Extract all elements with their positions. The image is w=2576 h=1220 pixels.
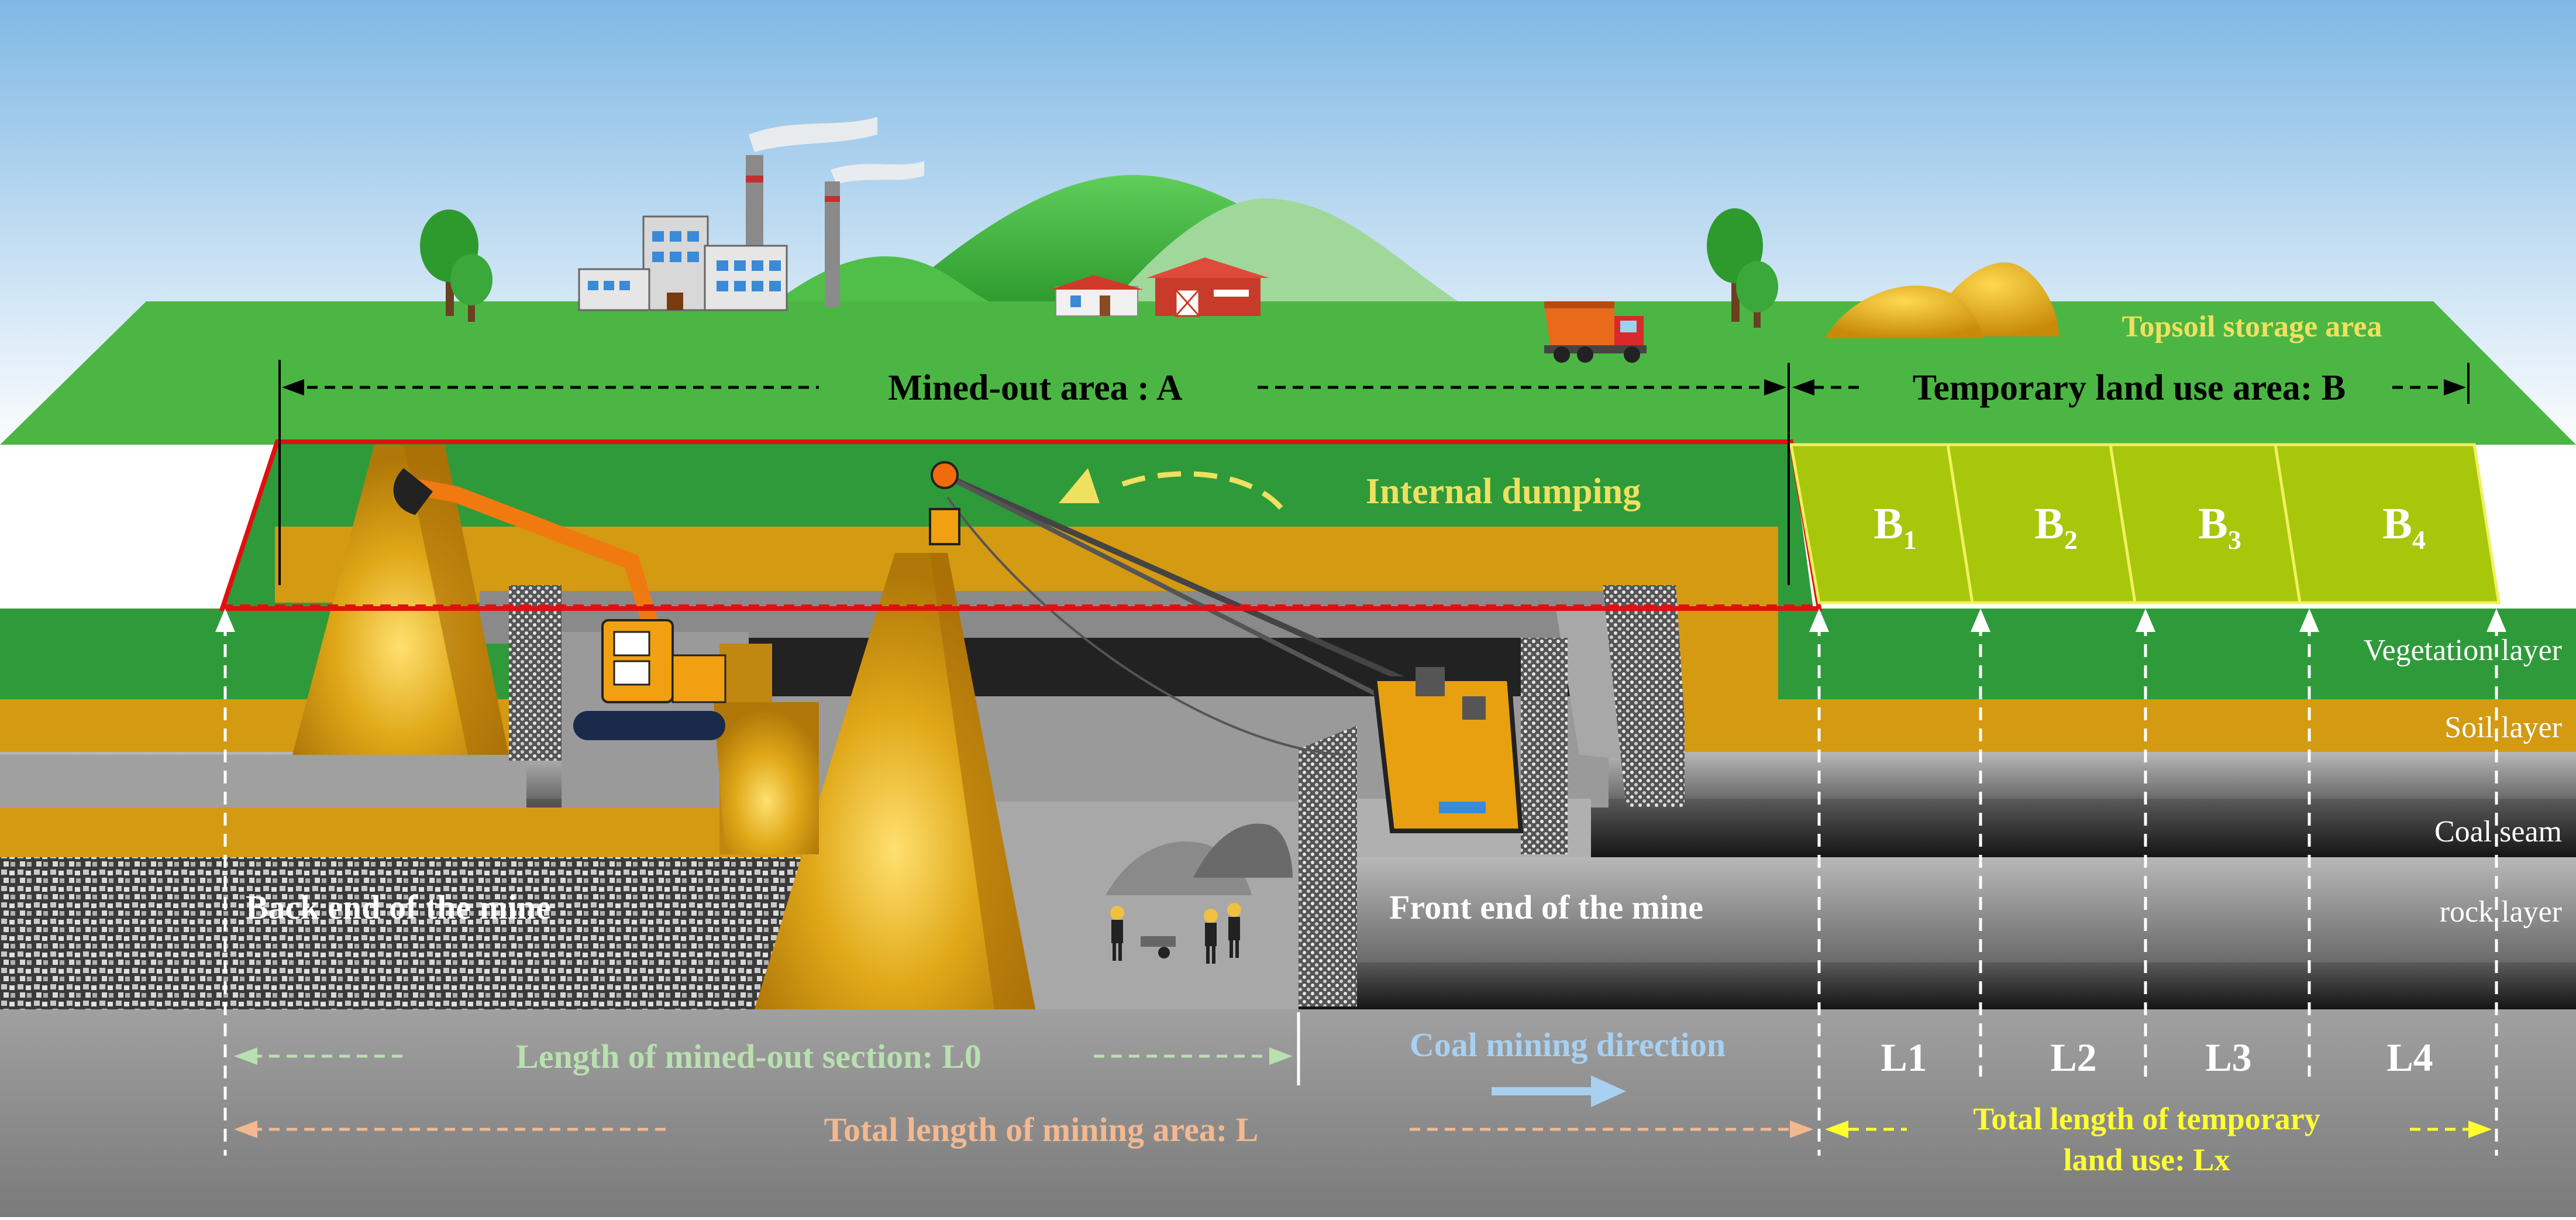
factory-icon	[578, 117, 924, 311]
reference-lines	[223, 623, 2498, 1156]
l1-label: L1	[1881, 1035, 1927, 1080]
rock-layer-label: rock layer	[2440, 895, 2562, 929]
lower-coal-stripe	[1299, 963, 2576, 1009]
temporary-land-plots	[1789, 443, 2501, 604]
internal-dumping-arrow	[1059, 468, 1283, 510]
mined-out-area-label: Mined-out area : A	[888, 368, 1183, 408]
front-end-label: Front end of the mine	[1389, 888, 1703, 926]
topsoil-storage-label: Topsoil storage area	[2122, 310, 2382, 343]
internal-dumping-label: Internal dumping	[1366, 472, 1641, 511]
plot-b4-label: B4	[2382, 499, 2426, 555]
coal-heap-icon	[1106, 823, 1293, 895]
plot-b1-label: B1	[1874, 499, 1917, 555]
tree-icon	[1707, 208, 1778, 328]
temporary-land-dimension	[1792, 363, 2470, 404]
soil-layer-label: Soil layer	[2444, 711, 2562, 744]
back-end-label: Back end of the mine	[246, 888, 551, 926]
total-length-mining-label: Total length of mining area: L	[824, 1111, 1259, 1149]
spoil-pile	[292, 445, 509, 755]
dragline-icon	[929, 461, 1524, 833]
mined-out-dimension	[278, 360, 1790, 585]
dump-truck-icon	[1544, 301, 1647, 363]
temporary-land-use-label: Temporary land use area: B	[1913, 368, 2346, 408]
bottom-base	[0, 1009, 2576, 1217]
l2-label: L2	[2050, 1035, 2096, 1080]
spoil-pile	[714, 702, 819, 854]
total-temp-label-line2: land use: Lx	[2063, 1142, 2230, 1177]
excavator-icon	[393, 468, 726, 740]
coal-seam-label: Coal seam	[2434, 815, 2562, 848]
plot-b3-label: B3	[2198, 499, 2241, 555]
plot-b2-label: B2	[2034, 499, 2078, 555]
farmhouse-icon	[1050, 257, 1269, 317]
l-dimension	[234, 1121, 1813, 1138]
total-temp-label-line1: Total length of temporary	[1973, 1101, 2320, 1136]
workers-icon	[1110, 903, 1241, 964]
lx-dimension	[1825, 1121, 2492, 1138]
vegetation-layer-label: Vegetation layer	[2364, 634, 2562, 667]
spoil-pile	[755, 553, 1035, 1009]
l3-label: L3	[2205, 1035, 2251, 1080]
reference-arrowheads	[215, 609, 2506, 632]
tree-icon	[420, 209, 493, 322]
l4-label: L4	[2386, 1035, 2433, 1080]
coal-mining-direction-label: Coal mining direction	[1410, 1026, 1726, 1064]
length-mined-out-label: Length of mined-out section: L0	[516, 1037, 982, 1075]
l0-dimension	[234, 1047, 1293, 1065]
mining-direction-arrow	[1492, 1075, 1626, 1107]
plot-b4	[2274, 443, 2501, 604]
backfill-gravel	[0, 857, 807, 1009]
topsoil-mound-icon	[1825, 262, 2059, 338]
